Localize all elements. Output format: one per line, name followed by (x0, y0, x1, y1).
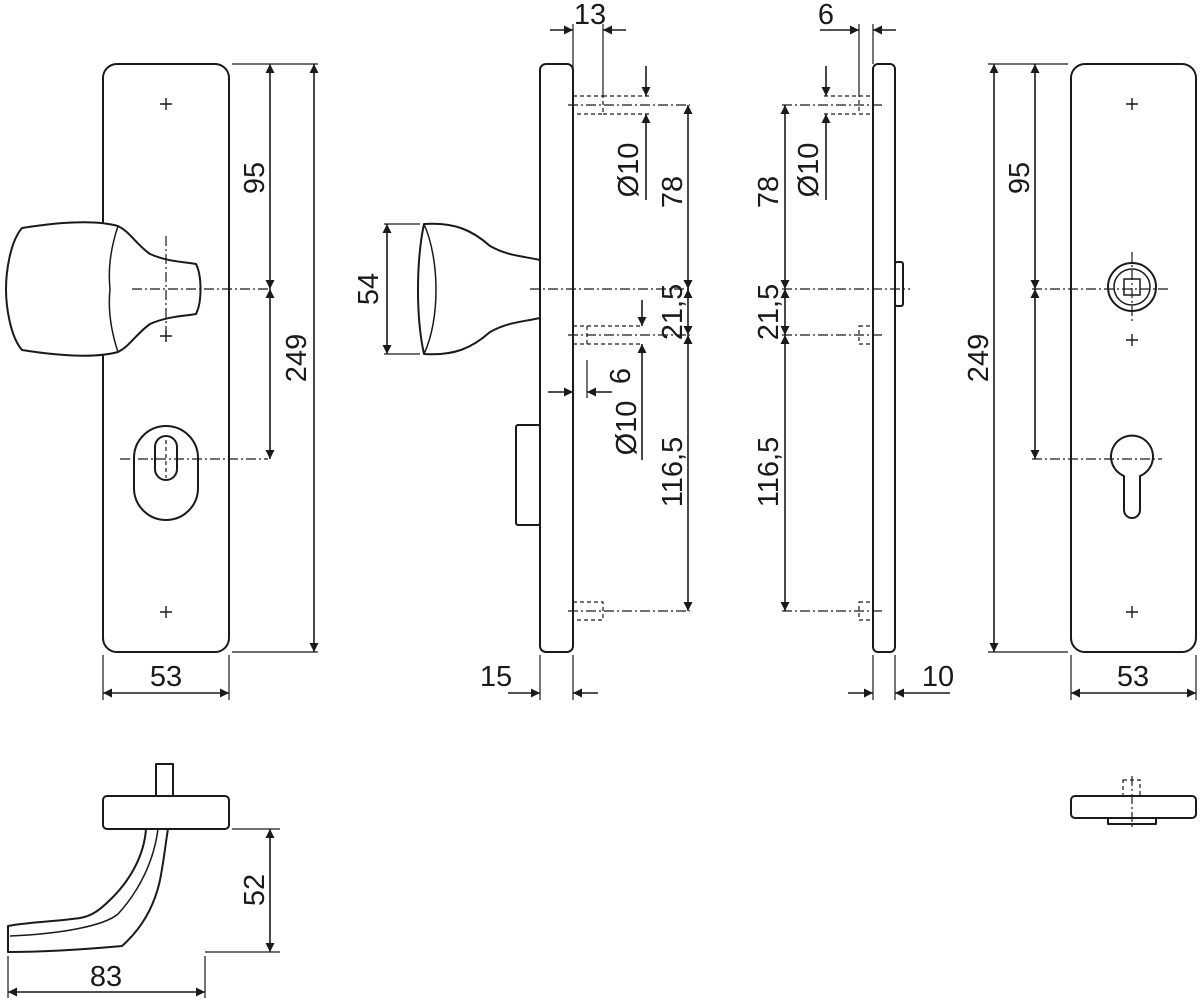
dim-side-right-10: 10 (922, 661, 954, 693)
lever-rose (102, 795, 230, 830)
escutcheon-plate-right (1070, 63, 1197, 653)
dim-front-left-249: 249 (281, 334, 313, 382)
lever-handle (7, 828, 169, 953)
side-view-spindle-side: 6 Ø10 78 21,5 116,5 10 (753, 0, 954, 700)
lever-top-view: 52 83 (7, 763, 280, 998)
dim-side-left-bore-mid: Ø10 (611, 401, 643, 456)
dim-side-right-116-5: 116,5 (753, 437, 785, 507)
escutcheon-plate-left (102, 63, 230, 653)
dim-front-right-95: 95 (1004, 162, 1036, 194)
dim-side-left-54: 54 (353, 273, 385, 305)
side-view-knob-side: 13 54 Ø10 78 21,5 6 Ø10 116,5 15 (353, 0, 693, 700)
dim-side-right-21-5: 21,5 (753, 284, 785, 340)
dim-side-left-15: 15 (480, 661, 512, 693)
dim-front-right-249: 249 (963, 334, 995, 382)
lever-spindle (155, 763, 174, 799)
rose-base (1070, 795, 1197, 819)
dim-front-left-53: 53 (150, 661, 182, 693)
screw-mark-bottom (160, 606, 172, 618)
side-plate-left (539, 63, 574, 653)
front-view-knob-side: 95 249 53 (5, 63, 319, 700)
screw-mark-right-top (1126, 98, 1138, 110)
dim-side-left-78: 78 (657, 176, 689, 208)
profile-cylinder-hole (1110, 434, 1154, 519)
latch-tab (515, 424, 541, 526)
dim-side-left-116-5: 116,5 (657, 437, 689, 507)
screw-mark-top (160, 98, 172, 110)
knob (5, 221, 202, 357)
spindle-stub (894, 261, 904, 307)
dim-front-left-95: 95 (239, 162, 271, 194)
dim-side-left-6: 6 (605, 368, 637, 384)
dim-side-right-bore-top: Ø10 (793, 143, 825, 198)
dim-side-right-6: 6 (818, 0, 834, 31)
dim-side-left-13: 13 (574, 0, 606, 31)
front-view-spindle-side: 95 249 53 (963, 63, 1197, 700)
dim-side-right-78: 78 (753, 176, 785, 208)
dim-lever-83: 83 (90, 961, 122, 993)
dim-side-left-bore-top: Ø10 (613, 143, 645, 198)
dim-side-left-21-5: 21,5 (657, 284, 689, 340)
dim-lever-52: 52 (239, 874, 271, 906)
knob-profile (417, 222, 541, 356)
spindle-rose-top-view (1070, 776, 1197, 830)
side-plate-right (872, 63, 896, 653)
dim-front-right-53: 53 (1117, 661, 1149, 693)
screw-mark-right-bottom (1126, 606, 1138, 618)
screw-mark-right-mid (1126, 334, 1138, 346)
